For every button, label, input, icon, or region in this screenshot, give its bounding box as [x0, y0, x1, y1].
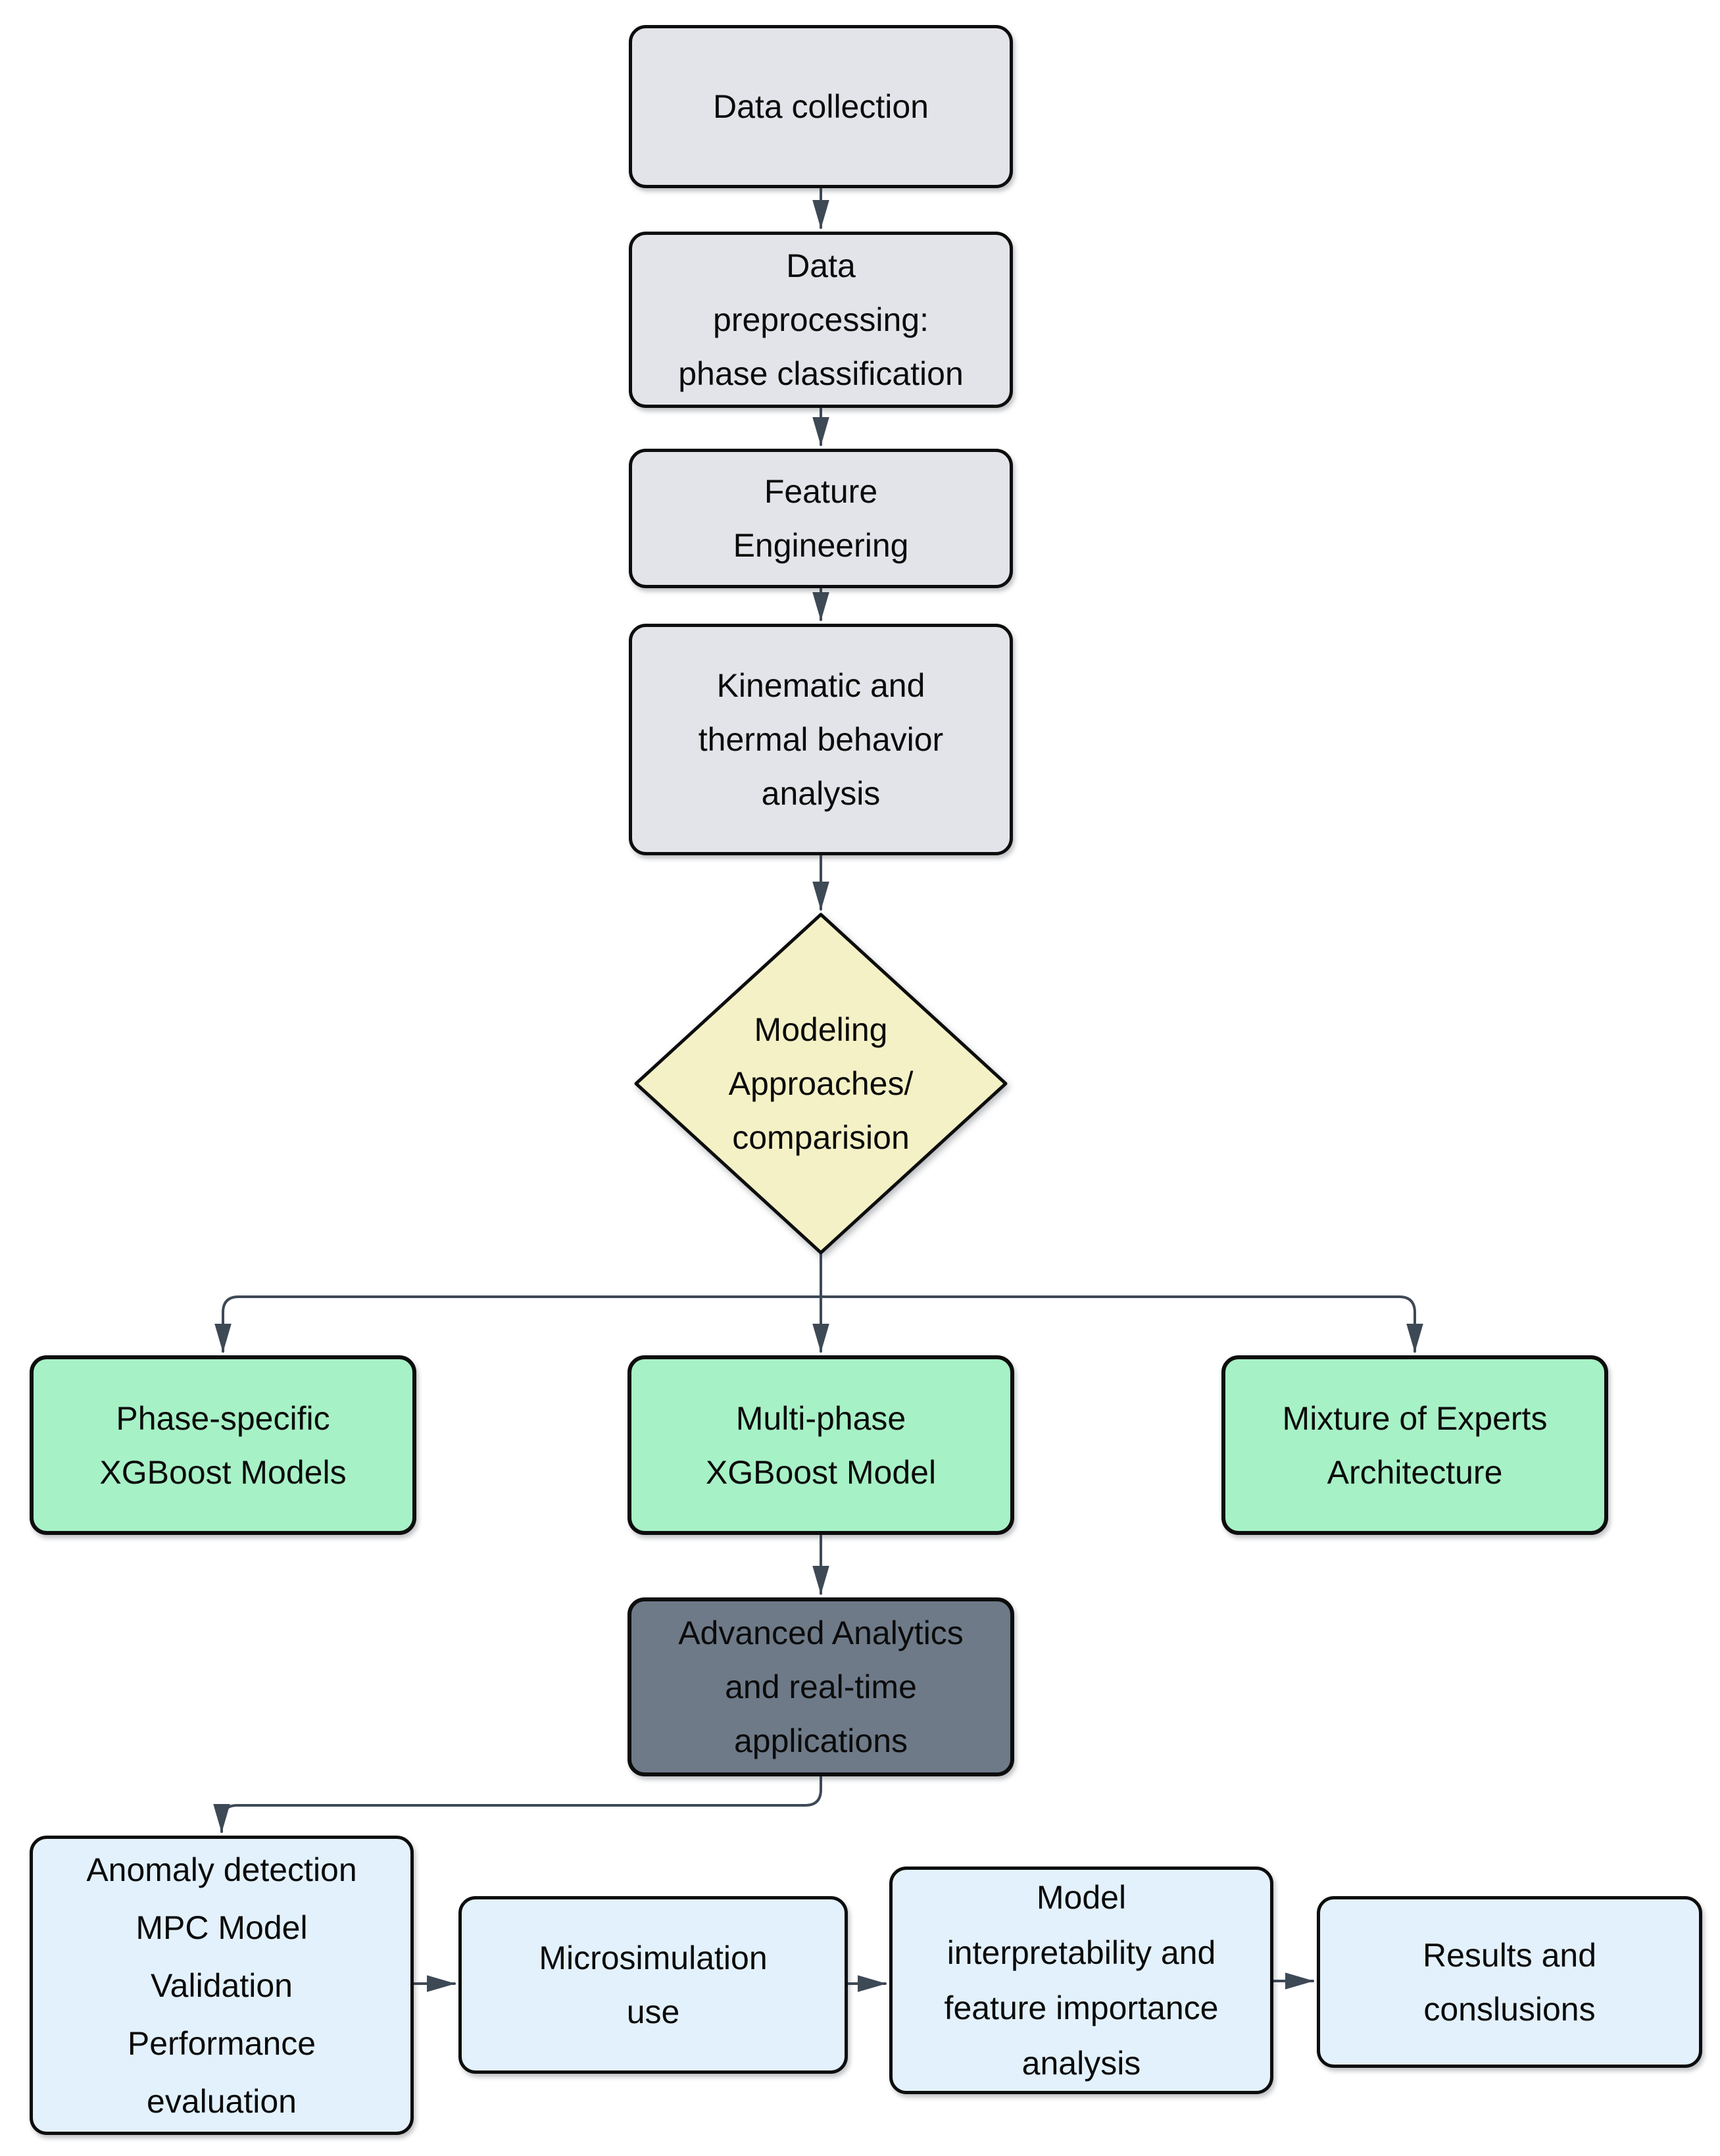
node-modeling-approaches: Modeling Approaches/ comparision: [633, 912, 1008, 1255]
node-label: Microsimulation use: [539, 1940, 768, 2030]
node-label: Results and conslusions: [1422, 1936, 1597, 2028]
node-anomaly-detection: Anomaly detection MPC Model Validation P…: [30, 1836, 414, 2135]
node-data-preprocessing: Data preprocessing: phase classification: [629, 232, 1013, 408]
node-kinematic-analysis: Kinematic and thermal behavior analysis: [629, 624, 1013, 855]
node-feature-engineering: Feature Engineering: [629, 449, 1013, 588]
node-label: Anomaly detection MPC Model Validation P…: [86, 1851, 357, 2120]
node-model-interpretability: Model interpretability and feature impor…: [889, 1867, 1273, 2094]
node-mixture-of-experts: Mixture of Experts Architecture: [1221, 1355, 1608, 1535]
node-label: Multi-phase XGBoost Model: [705, 1399, 937, 1491]
node-label: Mixture of Experts Architecture: [1282, 1399, 1548, 1491]
node-label: Feature Engineering: [733, 473, 909, 564]
node-label: Data preprocessing: phase classification: [678, 247, 964, 392]
connector-branch-left: [214, 1295, 822, 1353]
node-label: Modeling Approaches/ comparision: [728, 1011, 914, 1156]
node-results-conclusions: Results and conslusions: [1317, 1896, 1702, 2068]
node-label: Phase-specific XGBoost Models: [99, 1399, 347, 1491]
node-data-collection: Data collection: [629, 25, 1013, 188]
node-label: Model interpretability and feature impor…: [944, 1879, 1219, 2082]
node-multi-phase-xgboost: Multi-phase XGBoost Model: [627, 1355, 1014, 1535]
node-label: Kinematic and thermal behavior analysis: [698, 667, 944, 812]
node-label: Data collection: [713, 88, 929, 125]
node-microsimulation-use: Microsimulation use: [458, 1896, 848, 2074]
node-label: Advanced Analytics and real-time applica…: [678, 1615, 964, 1759]
connector-branch-right: [820, 1295, 1423, 1353]
connector-analytics-to-anomaly: [213, 1775, 822, 1833]
node-advanced-analytics: Advanced Analytics and real-time applica…: [627, 1597, 1014, 1776]
node-phase-specific-xgboost: Phase-specific XGBoost Models: [30, 1355, 416, 1535]
